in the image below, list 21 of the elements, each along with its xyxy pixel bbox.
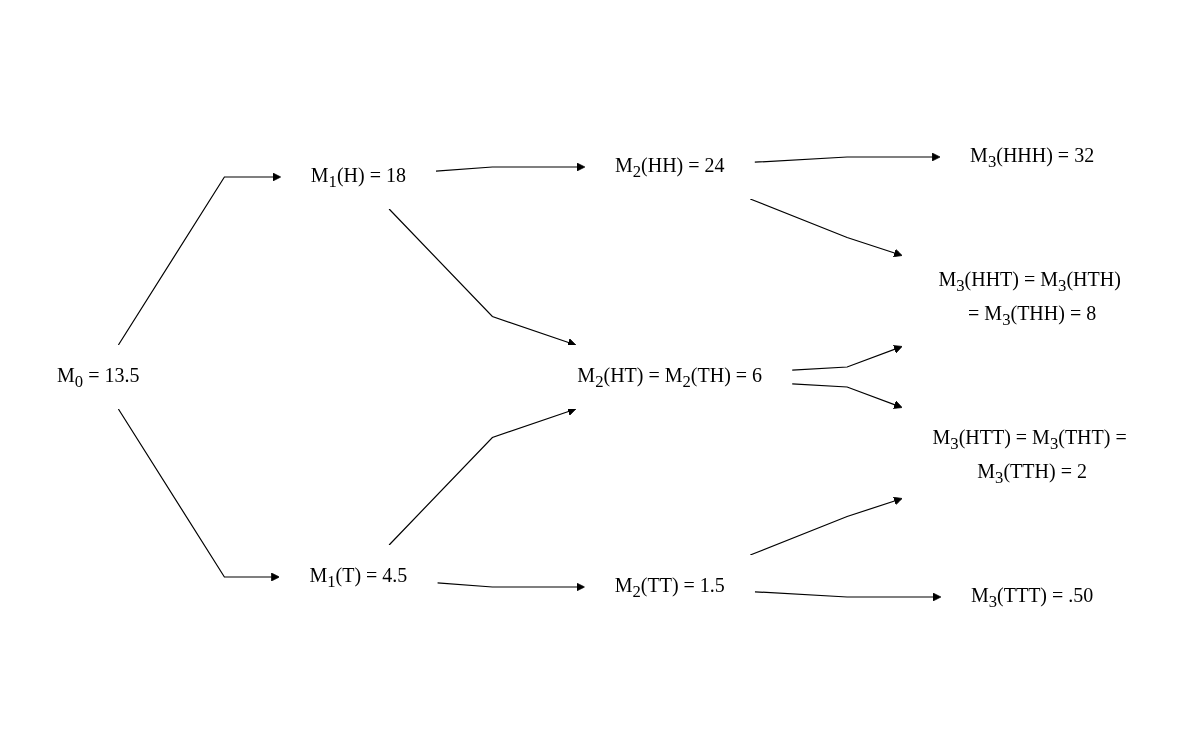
node-text: M$_{3}$(TTT) = .50	[971, 583, 1094, 611]
node-text: M$_{3}$(HTT) = M$_{3}$(THT) = M$_{3}$(TTH) = 2	[932, 425, 1128, 487]
arrow	[754, 590, 942, 601]
arrow	[750, 496, 903, 556]
node-text: M$_{2}$(TT) = 1.5	[615, 573, 726, 601]
node-text: M$_{3}$(HHH) = 32	[970, 143, 1095, 171]
arrow	[118, 172, 282, 346]
node-text: M$_{2}$(HH) = 24	[615, 153, 725, 181]
arrow	[750, 197, 903, 257]
arrow	[754, 152, 941, 163]
arrow	[388, 207, 577, 347]
arrow	[388, 406, 577, 546]
node-text: M$_{3}$(HHT) = M$_{3}$(HTH) = M$_{3}$(THH) = 8	[938, 267, 1122, 329]
arrow	[435, 162, 586, 172]
arrow	[791, 344, 903, 371]
node-text: M$_{0}$ = 13.5	[57, 363, 140, 391]
node-text: M$_{1}$(T) = 4.5	[309, 563, 408, 591]
arrow	[437, 581, 586, 591]
arrow	[791, 382, 903, 409]
node-text: M$_{2}$(HT) = M$_{2}$(TH) = 6	[577, 363, 763, 391]
node-text: M$_{1}$(H) = 18	[311, 163, 407, 191]
